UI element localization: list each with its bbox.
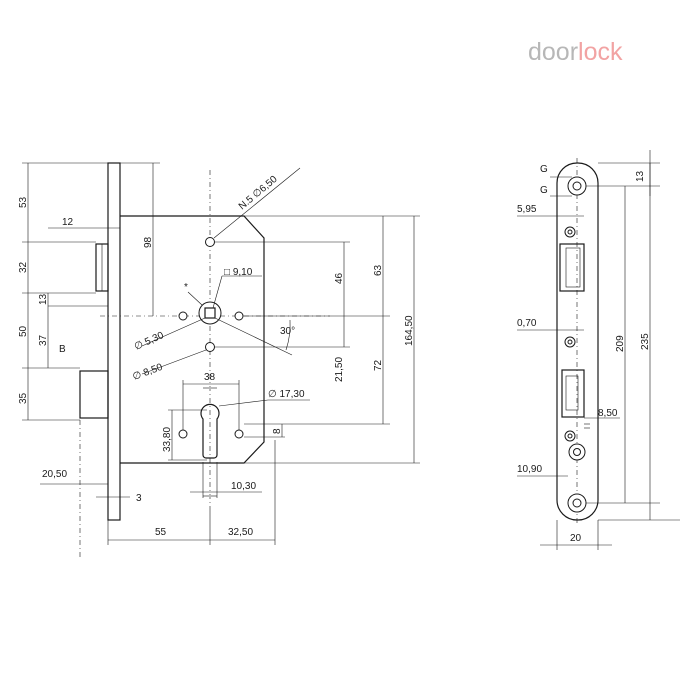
dim-13: 13 xyxy=(38,293,49,305)
faceplate xyxy=(107,162,121,521)
label-dia-5-30: ∅ 5,30 xyxy=(133,330,166,353)
dim-21-50: 21,50 xyxy=(334,357,345,382)
deadbolt-slot xyxy=(561,369,585,418)
dim-20-50: 20,50 xyxy=(42,469,67,480)
dim-3: 3 xyxy=(136,493,142,504)
brand-part2: lock xyxy=(578,38,623,66)
faceplate-side xyxy=(556,162,599,521)
dim-32-50: 32,50 xyxy=(228,527,253,538)
dim-10-30: 10,30 xyxy=(231,481,256,492)
follower-hub xyxy=(198,301,222,325)
side-dim-0-70: 0,70 xyxy=(517,318,537,329)
dim-35: 35 xyxy=(18,392,29,404)
dim-37: 37 xyxy=(38,334,49,346)
brand-logo: doorlock xyxy=(528,38,623,66)
label-angle-30: 30° xyxy=(280,326,295,337)
dim-46: 46 xyxy=(334,272,345,284)
side-dim-235: 235 xyxy=(640,333,651,350)
label-star: * xyxy=(184,282,188,293)
dim-12: 12 xyxy=(62,217,74,228)
dim-63: 63 xyxy=(373,264,384,276)
brand-part1: door xyxy=(528,38,578,66)
label-n5-dia: N.5 ∅6,50 xyxy=(237,174,280,213)
dead-bolt xyxy=(79,370,109,419)
hole-left xyxy=(178,311,188,321)
dim-98: 98 xyxy=(143,236,154,248)
dim-53: 53 xyxy=(18,196,29,208)
latch-slot xyxy=(559,243,585,292)
side-dim-8-50: 8,50 xyxy=(598,408,618,419)
lock-case-body xyxy=(120,215,265,464)
side-dim-13: 13 xyxy=(635,170,646,182)
dim-55: 55 xyxy=(155,527,167,538)
side-view: G G 13 209 235 5,95 0,70 8,50 10,90 20 xyxy=(517,150,680,550)
hole-cyl-right xyxy=(234,429,244,439)
dim-33-80: 33,80 xyxy=(162,427,173,452)
follower-square xyxy=(204,307,216,319)
hole-right xyxy=(234,311,244,321)
side-dim-209: 209 xyxy=(615,335,626,352)
label-square-9-10: □ 9,10 xyxy=(224,267,253,278)
dim-38: 38 xyxy=(204,372,216,383)
fixing-hole-top xyxy=(205,237,215,247)
cylinder-cutout xyxy=(200,403,220,459)
dim-164-50: 164,50 xyxy=(404,315,415,346)
fixing-hole-mid xyxy=(205,342,215,352)
dim-72: 72 xyxy=(373,359,384,371)
dim-32: 32 xyxy=(18,261,29,273)
label-G-1: G xyxy=(540,164,548,175)
dim-B: B xyxy=(59,344,66,355)
label-dia-8-50: ∅ 8,50 xyxy=(131,362,164,383)
dim-50: 50 xyxy=(18,325,29,337)
hole-cyl-left xyxy=(178,429,188,439)
label-dia-17-30: ∅ 17,30 xyxy=(268,389,305,400)
side-dim-20: 20 xyxy=(570,533,582,544)
label-G-2: G xyxy=(540,185,548,196)
side-dim-5-95: 5,95 xyxy=(517,204,537,215)
side-dim-10-90: 10,90 xyxy=(517,464,542,475)
dim-8: 8 xyxy=(272,428,283,434)
front-view: 53 32 13 50 37 35 B 12 98 20,50 3 55 32,… xyxy=(18,162,420,560)
